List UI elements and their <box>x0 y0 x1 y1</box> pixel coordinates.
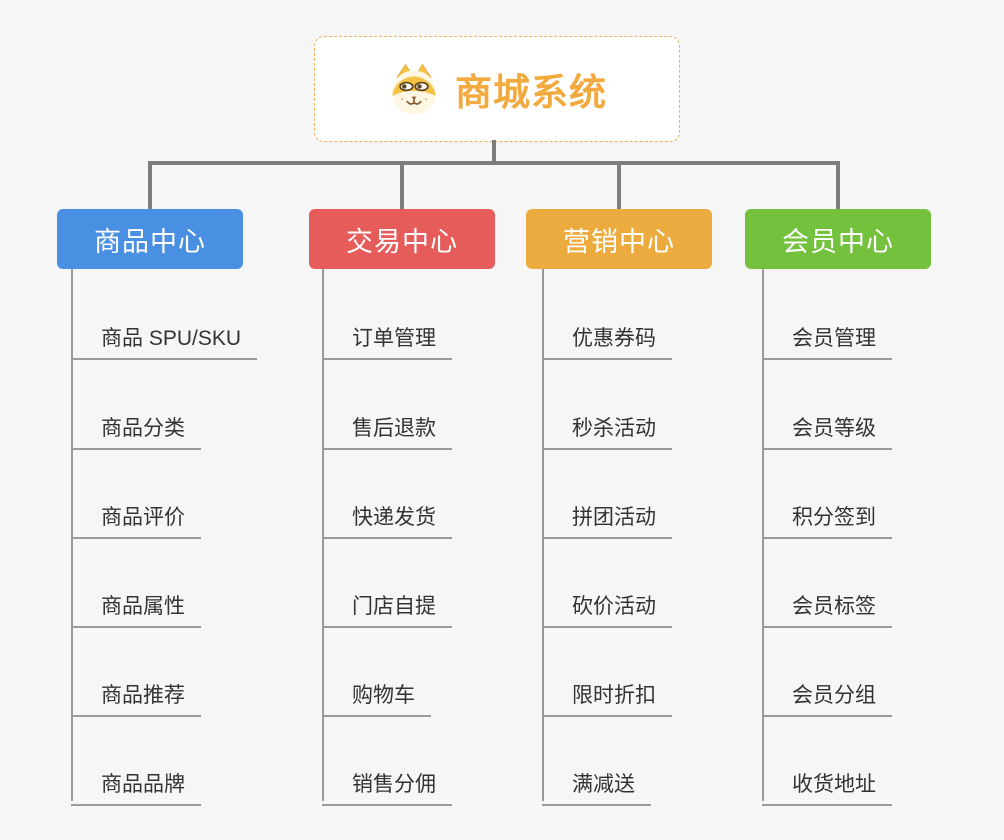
branch-spine-2 <box>322 269 324 801</box>
root-title: 商城系统 <box>455 72 607 113</box>
connector-horizontal-bar <box>148 161 840 165</box>
leaf-node[interactable]: 秒杀活动 <box>542 402 672 450</box>
branch-spine-3 <box>542 269 544 801</box>
branch-header-marketing-center[interactable]: 营销中心 <box>526 209 712 269</box>
connector-root-stem <box>492 140 496 165</box>
leaf-node[interactable]: 订单管理 <box>322 312 452 360</box>
connector-drop-branch1 <box>148 163 152 210</box>
leaf-node[interactable]: 积分签到 <box>762 491 892 539</box>
leaf-node[interactable]: 限时折扣 <box>542 669 672 717</box>
dog-face-icon <box>392 63 436 115</box>
branch-header-member-center[interactable]: 会员中心 <box>745 209 931 269</box>
root-node[interactable]: 商城系统 <box>314 36 680 142</box>
leaf-node[interactable]: 商品 SPU/SKU <box>71 312 258 360</box>
branch-header-product-center[interactable]: 商品中心 <box>57 209 243 269</box>
leaf-node[interactable]: 购物车 <box>322 669 431 717</box>
leaf-node[interactable]: 商品属性 <box>71 580 201 628</box>
leaf-node[interactable]: 销售分佣 <box>322 758 452 806</box>
leaf-node[interactable]: 门店自提 <box>322 580 452 628</box>
leaf-node[interactable]: 会员等级 <box>762 402 892 450</box>
leaf-node[interactable]: 会员标签 <box>762 580 892 628</box>
branch-spine-4 <box>762 269 764 801</box>
leaf-node[interactable]: 会员分组 <box>762 669 892 717</box>
leaf-node[interactable]: 快递发货 <box>322 491 452 539</box>
leaf-node[interactable]: 优惠券码 <box>542 312 672 360</box>
leaf-node[interactable]: 满减送 <box>542 758 651 806</box>
leaf-node[interactable]: 拼团活动 <box>542 491 672 539</box>
leaf-node[interactable]: 收货地址 <box>762 758 892 806</box>
branch-spine-1 <box>71 269 73 801</box>
leaf-node[interactable]: 会员管理 <box>762 312 892 360</box>
leaf-node[interactable]: 商品评价 <box>71 491 201 539</box>
leaf-node[interactable]: 商品推荐 <box>71 669 201 717</box>
leaf-node[interactable]: 商品品牌 <box>71 758 201 806</box>
connector-drop-branch3 <box>617 163 621 210</box>
leaf-node[interactable]: 砍价活动 <box>542 580 672 628</box>
leaf-node[interactable]: 商品分类 <box>71 402 201 450</box>
branch-header-trade-center[interactable]: 交易中心 <box>309 209 495 269</box>
connector-drop-branch2 <box>400 163 404 210</box>
leaf-node[interactable]: 售后退款 <box>322 402 452 450</box>
connector-drop-branch4 <box>836 163 840 210</box>
